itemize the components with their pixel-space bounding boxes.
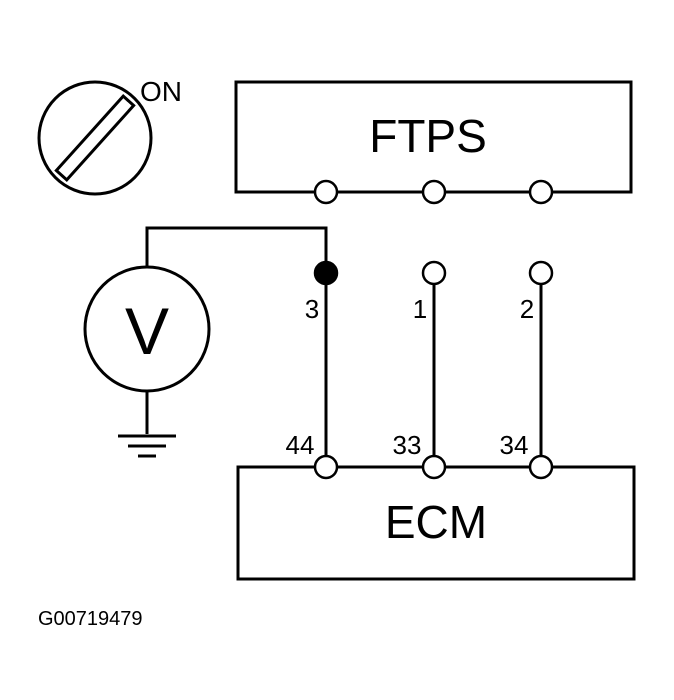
probe-terminal-1 <box>421 260 447 286</box>
ftps-terminal-3 <box>528 179 554 205</box>
ftps-terminal-2 <box>421 179 447 205</box>
ecm-box <box>236 465 636 581</box>
ecm-pin-label: 44 <box>286 430 315 460</box>
ecm-pin-label: 33 <box>393 430 422 460</box>
ftps-terminal-1 <box>313 179 339 205</box>
probe-terminal-3 <box>313 260 339 286</box>
ecm-terminal-33 <box>421 454 447 480</box>
voltmeter-symbol: V <box>125 294 169 368</box>
ecm-terminal-34 <box>528 454 554 480</box>
ftps-label: FTPS <box>369 110 487 162</box>
ftps-pin-label: 1 <box>413 294 427 324</box>
voltmeter-lead-wire <box>145 226 328 268</box>
ecm-terminal-44 <box>313 454 339 480</box>
switch-on-label: ON <box>140 76 182 107</box>
ground-icon <box>118 391 176 458</box>
figure-code: G00719479 <box>38 608 143 630</box>
ecm-label: ECM <box>385 496 487 548</box>
ftps-pin-label: 3 <box>305 294 319 324</box>
probe-terminal-2 <box>528 260 554 286</box>
ecm-pin-label: 34 <box>500 430 529 460</box>
ftps-pin-label: 2 <box>520 294 534 324</box>
ignition-switch-icon <box>37 80 153 196</box>
